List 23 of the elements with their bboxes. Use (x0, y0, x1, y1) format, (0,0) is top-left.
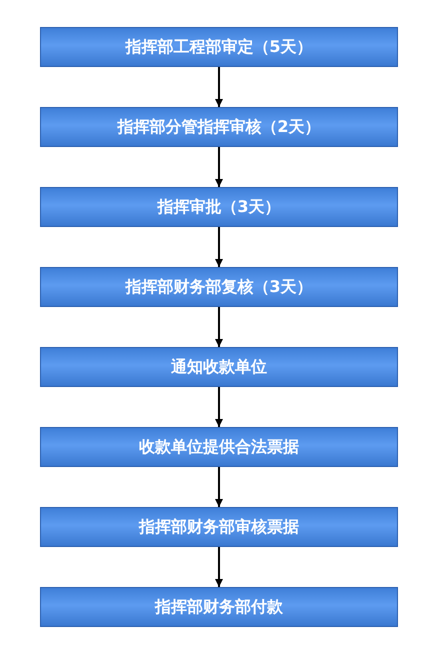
step-label: 指挥部工程部审定（5天） (125, 36, 313, 58)
process-box (40, 187, 398, 227)
process-box (40, 347, 398, 387)
arrow (215, 307, 223, 347)
process-box (40, 107, 398, 147)
arrow (215, 147, 223, 187)
step-label: 指挥部财务部付款 (155, 596, 283, 618)
step-label: 收款单位提供合法票据 (139, 436, 299, 458)
arrow (215, 227, 223, 267)
step-label: 指挥审批（3天） (157, 196, 281, 218)
step-label: 通知收款单位 (171, 356, 267, 378)
process-box (40, 267, 398, 307)
arrow (215, 387, 223, 427)
process-box (40, 507, 398, 547)
arrow (215, 467, 223, 507)
step-label: 指挥部财务部审核票据 (139, 516, 299, 538)
process-box (40, 427, 398, 467)
step-label: 指挥部财务部复核（3天） (125, 276, 313, 298)
arrow (215, 67, 223, 107)
process-box (40, 27, 398, 67)
process-box (40, 587, 398, 627)
step-label: 指挥部分管指挥审核（2天） (117, 116, 321, 138)
arrow (215, 547, 223, 587)
